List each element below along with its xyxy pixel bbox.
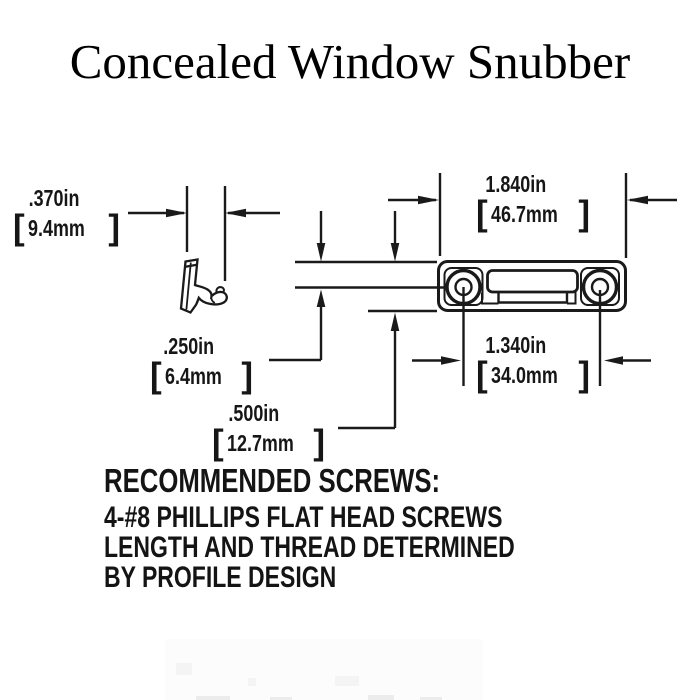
inch-value: 1.840in [485, 171, 547, 197]
mm-row: [ 6.4mm ] [150, 356, 253, 395]
diagram-title: Concealed Window Snubber [69, 34, 631, 89]
mm-row: [ 46.7mm ] [476, 194, 590, 233]
note-heading: RECOMMENDED SCREWS: [104, 462, 441, 499]
reference-lines [295, 260, 437, 313]
dimension-label-hole-offset: .250in [ 6.4mm ] [150, 333, 253, 395]
inch-value: .500in [228, 400, 280, 426]
center-slot [486, 269, 579, 294]
mm-value: 34.0mm [490, 361, 558, 388]
dimension-label-hole-spacing: 1.340in [ 34.0mm ] [476, 332, 590, 394]
side-profile-drawing [179, 258, 228, 314]
hook-foot-line [195, 298, 200, 305]
bracket-open-symbol: [ [13, 208, 25, 247]
watermark-smudge [270, 697, 292, 700]
bracket-close-symbol: ] [578, 194, 590, 233]
bracket-open-symbol: [ [150, 356, 162, 395]
slot-step-right [567, 291, 577, 305]
watermark-smudge [176, 663, 192, 675]
dim-lines-overall-length [388, 173, 677, 258]
watermark-smudge [196, 696, 230, 700]
inch-value: .250in [163, 333, 215, 359]
mm-value: 12.7mm [226, 429, 294, 456]
dimension-label-profile-width: .370in [ 9.4mm ] [13, 185, 120, 247]
hook-inner-edge [185, 262, 192, 310]
dim-lines-profile-width [128, 186, 280, 281]
bracket-close-symbol: ] [313, 423, 325, 462]
dimension-label-overall-length: 1.840in [ 46.7mm ] [476, 171, 590, 233]
watermark-smudge [420, 697, 442, 700]
mm-row: [ 12.7mm ] [212, 423, 325, 462]
bracket-close-symbol: ] [578, 355, 590, 394]
bracket-open-symbol: [ [212, 423, 224, 462]
dim-lines-hole-spacing [412, 287, 651, 386]
top-view-drawing [295, 260, 627, 312]
hook-notch-line [210, 296, 216, 304]
hook-cap-line [185, 263, 198, 268]
inch-value: 1.340in [485, 332, 547, 358]
mm-value: 46.7mm [490, 200, 558, 227]
note-line-1: 4-#8 PHILLIPS FLAT HEAD SCREWS [104, 501, 503, 534]
watermark-smudge [335, 676, 359, 686]
dim-lines-body-width [338, 211, 400, 430]
hook-curl-tip [215, 286, 225, 294]
watermark-area [165, 639, 483, 700]
watermark-smudge [368, 695, 394, 700]
dim-lines-hole-offset [269, 211, 326, 362]
mm-value: 6.4mm [164, 362, 222, 389]
bracket-close-symbol: ] [108, 208, 120, 247]
mm-row: [ 34.0mm ] [476, 355, 590, 394]
inch-value: .370in [28, 185, 80, 211]
bracket-open-symbol: [ [476, 194, 488, 233]
note-line-3: BY PROFILE DESIGN [104, 561, 337, 594]
dimension-label-body-width: .500in [ 12.7mm ] [212, 400, 325, 462]
mm-value: 9.4mm [27, 214, 85, 241]
note-line-2: LENGTH AND THREAD DETERMINED [104, 531, 515, 564]
slot-step-left [481, 292, 499, 305]
mm-row: [ 9.4mm ] [13, 208, 120, 247]
watermark-smudge [248, 678, 256, 686]
bracket-open-symbol: [ [476, 355, 488, 394]
slot-lip [497, 292, 569, 304]
hook-profile [179, 258, 228, 314]
bracket-close-symbol: ] [241, 356, 253, 395]
